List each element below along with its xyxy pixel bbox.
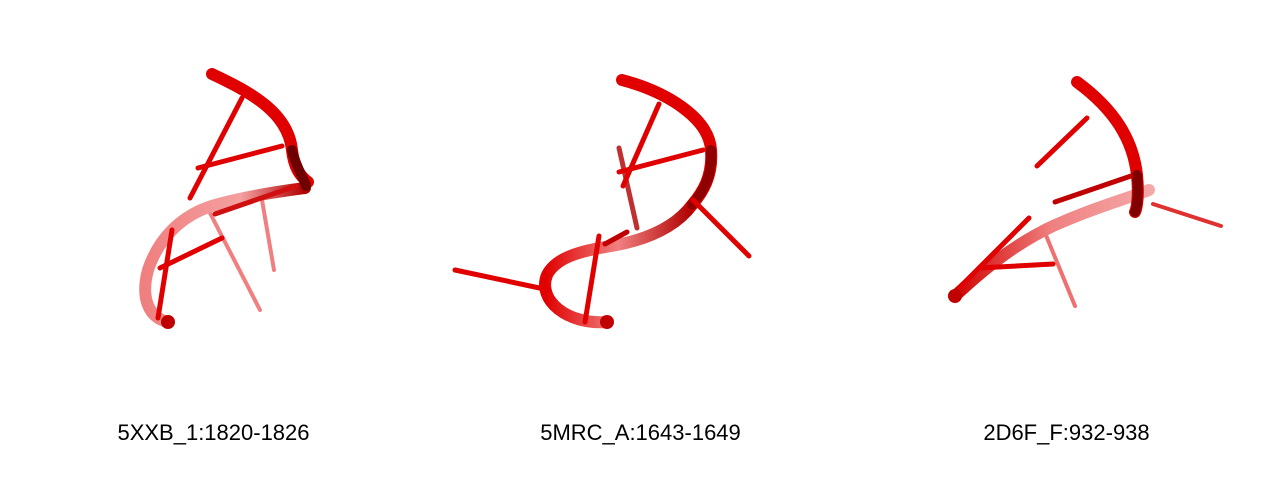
structure-panel-2: 5MRC_A:1643-1649 (427, 0, 854, 480)
structure-panel-1: 5XXB_1:1820-1826 (0, 0, 427, 480)
structure-label: 5XXB_1:1820-1826 (117, 420, 310, 445)
structure-label: 2D6F_F:932-938 (983, 420, 1150, 445)
structure-panel-3: 2D6F_F:932-938 (853, 0, 1280, 480)
rna-structure-image-1 (139, 68, 314, 329)
rna-structure-image-2 (452, 74, 752, 329)
structure-label: 5MRC_A:1643-1649 (540, 420, 741, 445)
rna-structure-image-3 (948, 76, 1223, 308)
